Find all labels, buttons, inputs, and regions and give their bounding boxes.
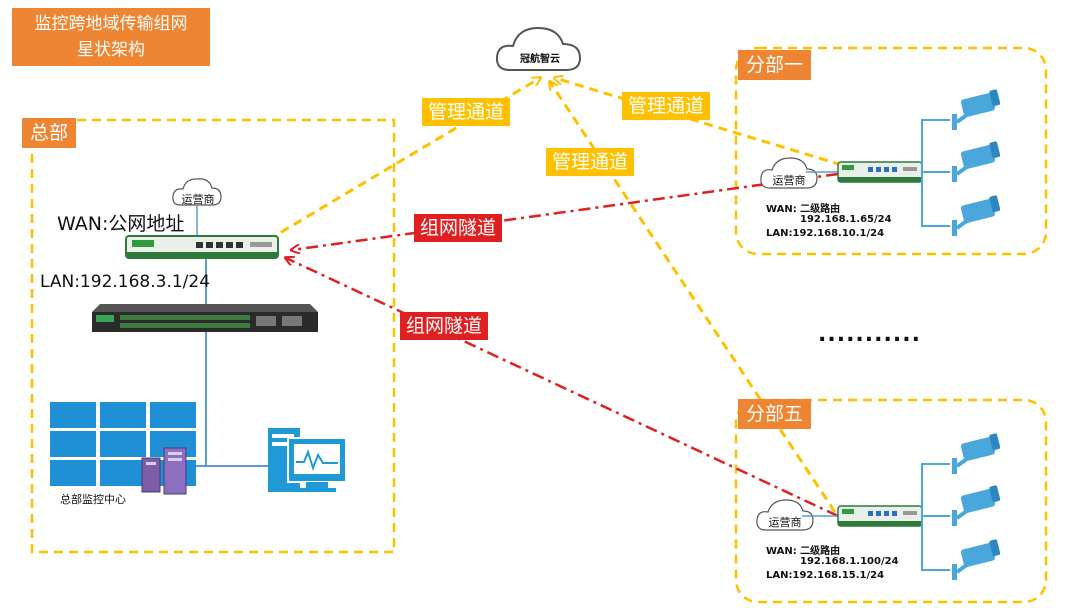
hq-region bbox=[30, 118, 396, 554]
branch1-label: 分部一 bbox=[738, 50, 812, 80]
mgmt-channel-label-hq: 管理通道 bbox=[422, 98, 511, 126]
branch5-router-icon bbox=[837, 505, 923, 527]
branch1-camera-links bbox=[921, 119, 950, 227]
more-branches-ellipsis: ........... bbox=[818, 322, 921, 347]
title-line1: 监控跨地域传输组网 bbox=[34, 14, 188, 34]
camera-icon bbox=[952, 433, 1001, 474]
branch5-camera-links bbox=[921, 463, 950, 571]
branch5-wan-label: WAN: 二级路由 bbox=[766, 546, 841, 557]
diagram-title: 监控跨地域传输组网 星状架构 bbox=[12, 8, 210, 66]
mgmt-line-branch1 bbox=[555, 78, 843, 167]
branch5-wan-ip: 192.168.1.100/24 bbox=[800, 556, 899, 567]
camera-icon bbox=[952, 141, 1001, 182]
branch1-lan-label: LAN:192.168.10.1/24 bbox=[766, 228, 885, 239]
branch1-isp-cloud-icon bbox=[760, 157, 818, 189]
camera-icon bbox=[952, 89, 1001, 130]
tunnel-label-branch1: 组网隧道 bbox=[414, 214, 503, 242]
branch5-isp-cloud-icon bbox=[756, 499, 814, 531]
branch5-lan-label: LAN:192.168.15.1/24 bbox=[766, 570, 885, 581]
camera-icon bbox=[952, 539, 1001, 580]
hq-isp-cloud-icon bbox=[172, 178, 222, 206]
branch1-wan-label: WAN: 二级路由 bbox=[766, 204, 841, 215]
branch1-region bbox=[734, 46, 1048, 256]
hq-label: 总部 bbox=[22, 118, 77, 148]
camera-icon bbox=[952, 485, 1001, 526]
camera-icon bbox=[952, 195, 1001, 236]
hq-lan-label: LAN:192.168.3.1/24 bbox=[40, 272, 211, 292]
server-icon bbox=[141, 447, 187, 495]
branch1-router-icon bbox=[837, 161, 923, 183]
mgmt-channel-label-branch1: 管理通道 bbox=[622, 92, 711, 120]
cloud-platform-label: 冠航智云 bbox=[520, 54, 560, 65]
mgmt-line-branch5 bbox=[550, 82, 837, 513]
tunnel-line-branch1 bbox=[292, 172, 839, 250]
workstation-icon bbox=[268, 428, 347, 492]
hq-switch-icon bbox=[92, 304, 318, 332]
hq-isp-label: 运营商 bbox=[181, 193, 215, 206]
hq-router-icon bbox=[125, 235, 279, 259]
hq-center-label: 总部监控中心 bbox=[60, 493, 126, 506]
tunnel-label-branch5: 组网隧道 bbox=[400, 312, 489, 340]
cloud-platform-icon bbox=[495, 26, 582, 71]
hq-wan-label: WAN:公网地址 bbox=[57, 213, 185, 235]
branch5-region bbox=[734, 398, 1048, 604]
tunnel-line-branch5 bbox=[286, 258, 839, 518]
branch1-isp-label: 运营商 bbox=[772, 174, 806, 187]
title-line2: 星状架构 bbox=[77, 40, 145, 60]
mgmt-channel-label-branch5: 管理通道 bbox=[546, 148, 635, 176]
branch5-isp-label: 运营商 bbox=[768, 516, 802, 529]
branch5-label: 分部五 bbox=[738, 399, 812, 429]
branch1-wan-ip: 192.168.1.65/24 bbox=[800, 214, 892, 225]
